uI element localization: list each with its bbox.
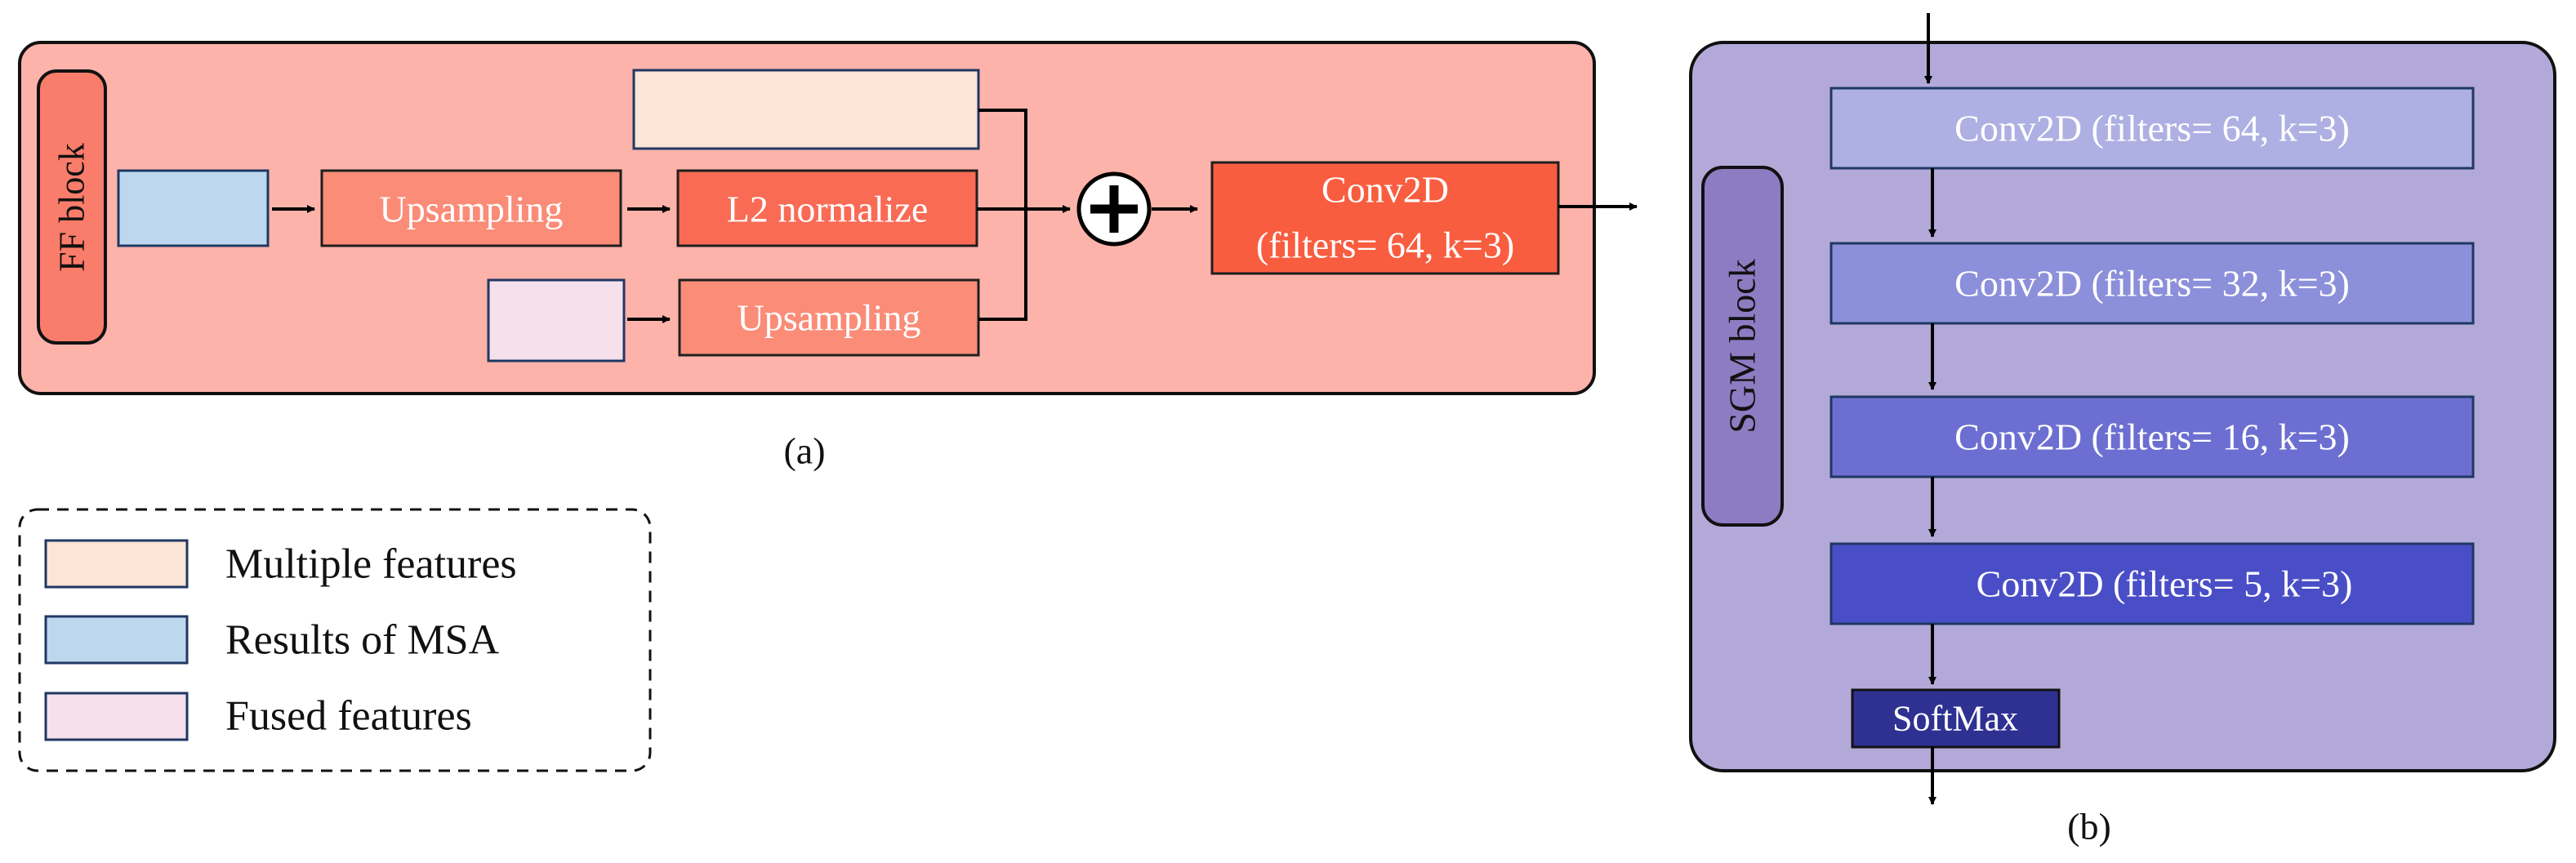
conv-layer-2-label: Conv2D (filters= 32, k=3) bbox=[1954, 263, 2350, 305]
softmax-box bbox=[1851, 688, 2061, 749]
msa-result-box bbox=[117, 169, 270, 247]
sgm-block-label-box bbox=[1701, 166, 1784, 527]
sum-icon bbox=[1076, 171, 1152, 247]
legend-border bbox=[18, 508, 652, 772]
conv-layer-3-box bbox=[1829, 395, 2475, 478]
sgm-panel: SGM block Conv2D (filters= 64, k=3) Conv… bbox=[1689, 13, 2556, 805]
conv2d-label-line1: Conv2D bbox=[1321, 169, 1449, 211]
connector-upsampling-2 bbox=[978, 209, 1027, 321]
conv-layer-4-label: Conv2D (filters= 5, k=3) bbox=[1977, 563, 2353, 605]
upsampling-label-1: Upsampling bbox=[380, 189, 564, 230]
ff-panel: FF block Upsampling L2 normalize Upsampl… bbox=[18, 41, 1638, 395]
conv2d-label-line2: (filters= 64, k=3) bbox=[1256, 225, 1514, 266]
legend-swatch-fused-features bbox=[44, 692, 189, 741]
conv-layer-1-box bbox=[1829, 87, 2475, 170]
legend-label-fused-features: Fused features bbox=[225, 693, 472, 740]
legend-label-results-msa: Results of MSA bbox=[225, 617, 500, 664]
upsampling-box-1 bbox=[320, 169, 622, 247]
conv-layer-4-box bbox=[1829, 542, 2475, 625]
ff-block-label: FF block bbox=[52, 143, 92, 272]
caption-b: (b) bbox=[2067, 806, 2111, 847]
ff-block-label-box bbox=[37, 69, 107, 345]
conv-layer-3-label: Conv2D (filters= 16, k=3) bbox=[1954, 416, 2350, 458]
upsampling-box-2 bbox=[678, 278, 980, 357]
conv-layer-1-label: Conv2D (filters= 64, k=3) bbox=[1954, 108, 2350, 149]
fused-features-box bbox=[487, 278, 626, 363]
conv-layer-2-box bbox=[1829, 242, 2475, 325]
conv2d-box bbox=[1210, 161, 1560, 275]
l2-normalize-label: L2 normalize bbox=[727, 189, 929, 230]
l2-normalize-box bbox=[676, 169, 978, 247]
caption-a: (a) bbox=[783, 430, 825, 472]
sgm-block-label: SGM block bbox=[1722, 259, 1763, 433]
softmax-label: SoftMax bbox=[1892, 699, 2018, 739]
multiple-features-box bbox=[632, 69, 980, 150]
legend-swatch-results-msa bbox=[44, 615, 189, 665]
legend: Multiple features Results of MSA Fused f… bbox=[18, 508, 652, 772]
legend-swatch-multiple-features bbox=[44, 539, 189, 589]
connector-multiple-features bbox=[978, 109, 1027, 209]
legend-label-multiple-features: Multiple features bbox=[225, 541, 517, 588]
upsampling-label-2: Upsampling bbox=[738, 297, 921, 339]
